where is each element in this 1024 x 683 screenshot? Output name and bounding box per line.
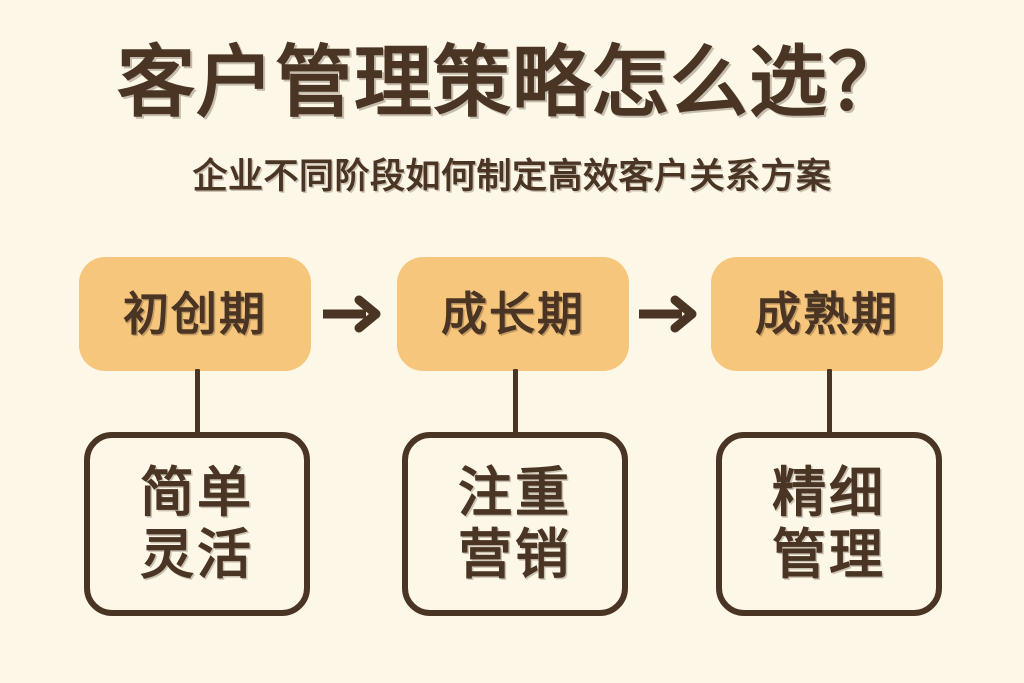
stage-chip-label-3: 成熟期 [755,288,899,340]
stage-chip-2[interactable]: 成长期 [397,257,629,371]
stage-detail-card-1[interactable]: 简单 灵活 [84,432,310,616]
stage-connector-2 [513,369,518,435]
stage-detail-line-3b: 管理 [772,525,886,585]
stage-column-3: 成熟期 精细 管理 [711,0,943,683]
stage-detail-card-3[interactable]: 精细 管理 [716,432,942,616]
stage-chip-3[interactable]: 成熟期 [711,257,943,371]
stage-chip-1[interactable]: 初创期 [79,257,311,371]
stage-detail-line-2a: 注重 [458,463,572,523]
stage-chip-label-2: 成长期 [441,288,585,340]
page-subtitle: 企业不同阶段如何制定高效客户关系方案 [192,157,832,196]
stage-column-1: 初创期 简单 灵活 [79,0,311,683]
stage-detail-line-1a: 简单 [140,463,254,523]
stage-connector-3 [827,369,832,435]
stage-detail-line-2b: 营销 [458,525,572,585]
page-title: 客户管理策略怎么选？ [116,38,907,126]
arrow-right-icon-1 [321,293,385,335]
stage-detail-line-3a: 精细 [772,463,886,523]
stage-connector-1 [195,369,200,435]
arrow-right-icon-2 [637,293,701,335]
stage-detail-line-1b: 灵活 [140,525,254,585]
stage-chip-label-1: 初创期 [123,288,267,340]
stage-column-2: 成长期 注重 营销 [397,0,629,683]
stage-detail-card-2[interactable]: 注重 营销 [402,432,628,616]
